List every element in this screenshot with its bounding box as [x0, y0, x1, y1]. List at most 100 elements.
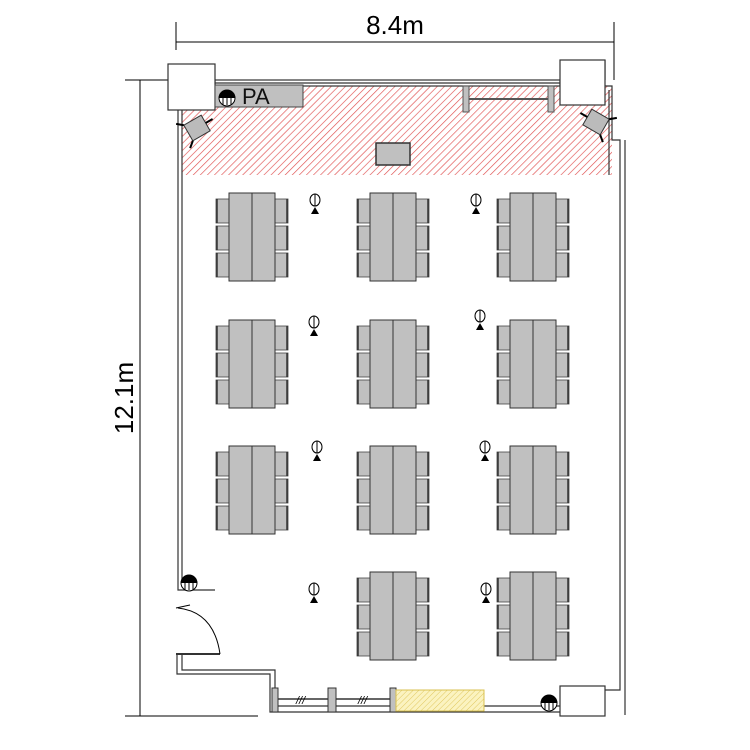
chair — [274, 325, 289, 351]
chair — [215, 325, 230, 351]
chair — [496, 198, 511, 224]
chair — [555, 325, 570, 351]
chair — [496, 631, 511, 657]
chair — [274, 225, 289, 251]
table-group[interactable] — [496, 319, 570, 409]
table — [228, 445, 253, 535]
table-group[interactable] — [496, 571, 570, 661]
table-group[interactable] — [496, 192, 570, 282]
table — [228, 192, 253, 282]
chair — [415, 631, 430, 657]
table — [392, 571, 417, 661]
chair — [215, 225, 230, 251]
table — [251, 445, 276, 535]
walls — [167, 59, 626, 717]
table — [509, 319, 534, 409]
entrance-door[interactable] — [175, 604, 221, 655]
chair — [415, 577, 430, 603]
chair — [555, 252, 570, 278]
chair — [415, 252, 430, 278]
chair — [496, 352, 511, 378]
chair — [356, 577, 371, 603]
chair — [496, 505, 511, 531]
chair — [555, 631, 570, 657]
chair — [356, 352, 371, 378]
lectern — [375, 142, 411, 166]
chair — [215, 352, 230, 378]
microphone-icon — [311, 440, 323, 461]
chair — [356, 451, 371, 477]
chair — [356, 379, 371, 405]
depth-label: 12.1m — [109, 362, 139, 434]
speaker-left — [175, 114, 214, 149]
chair — [215, 198, 230, 224]
width-label: 8.4m — [366, 10, 424, 40]
chair — [274, 478, 289, 504]
chair — [274, 352, 289, 378]
table-group[interactable] — [215, 319, 289, 409]
table-group[interactable] — [356, 192, 430, 282]
whiteboard — [395, 689, 485, 712]
power-outlet-icon — [540, 694, 558, 712]
table — [369, 445, 394, 535]
microphone-icon — [479, 440, 491, 461]
table — [392, 445, 417, 535]
chair — [415, 505, 430, 531]
chair — [555, 198, 570, 224]
chair — [415, 604, 430, 630]
chair — [555, 604, 570, 630]
chair — [215, 379, 230, 405]
chair — [496, 577, 511, 603]
chair — [496, 252, 511, 278]
chair — [274, 198, 289, 224]
table-group[interactable] — [215, 192, 289, 282]
svg-text:///: /// — [295, 695, 306, 707]
depth-dimension — [125, 79, 258, 717]
chair — [356, 325, 371, 351]
table — [392, 192, 417, 282]
chair — [555, 451, 570, 477]
chair — [215, 252, 230, 278]
speaker-right — [579, 108, 618, 143]
microphone-icon — [480, 582, 492, 603]
chair — [356, 225, 371, 251]
pa-desk — [214, 84, 304, 108]
chair — [415, 325, 430, 351]
chair — [496, 225, 511, 251]
chair — [496, 379, 511, 405]
chair — [415, 379, 430, 405]
table-group[interactable] — [356, 319, 430, 409]
chair — [356, 478, 371, 504]
microphone-icon — [474, 309, 486, 330]
microphone-icon — [309, 193, 321, 214]
chair — [215, 451, 230, 477]
chair — [415, 352, 430, 378]
table-group[interactable] — [215, 445, 289, 535]
table — [369, 319, 394, 409]
chair — [356, 505, 371, 531]
chair — [415, 478, 430, 504]
table-group[interactable] — [356, 571, 430, 661]
table — [509, 571, 534, 661]
table — [228, 319, 253, 409]
chair — [496, 604, 511, 630]
chair — [415, 451, 430, 477]
table — [251, 319, 276, 409]
chair — [496, 451, 511, 477]
table — [509, 445, 534, 535]
microphone-icon — [308, 582, 320, 603]
svg-text:///: /// — [357, 695, 368, 707]
table — [532, 445, 557, 535]
table — [392, 319, 417, 409]
chair — [496, 478, 511, 504]
microphone-icon — [470, 193, 482, 214]
table-group[interactable] — [496, 445, 570, 535]
chair — [356, 252, 371, 278]
chair — [555, 478, 570, 504]
chair — [555, 505, 570, 531]
chair — [555, 577, 570, 603]
power-outlet-icon — [180, 574, 198, 592]
table-group[interactable] — [356, 445, 430, 535]
